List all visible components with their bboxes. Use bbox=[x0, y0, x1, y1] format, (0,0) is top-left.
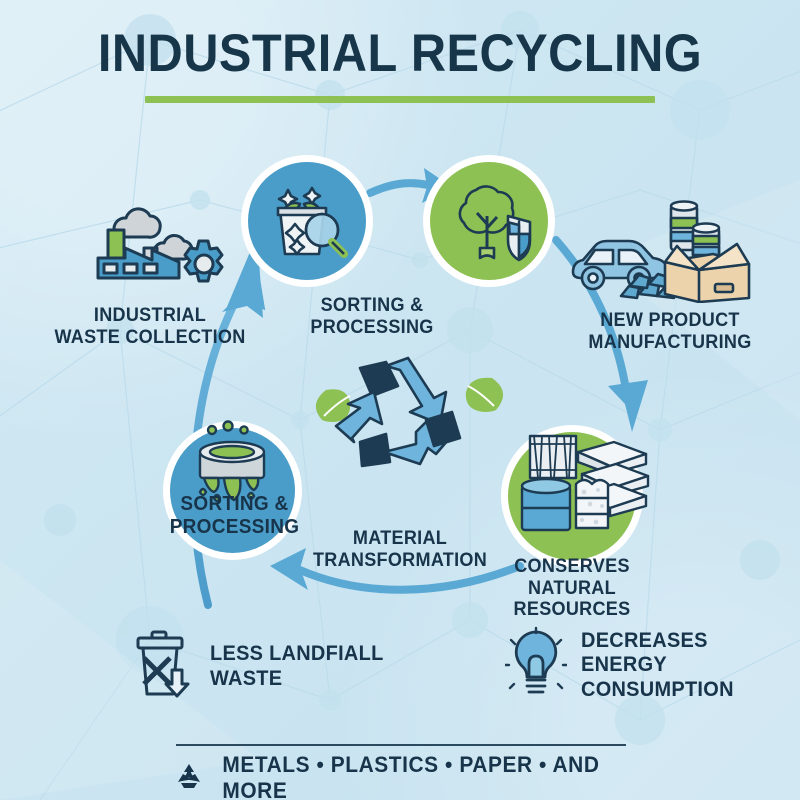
arrow-top-right bbox=[366, 168, 452, 203]
recycle-symbol-with-leaves bbox=[310, 350, 510, 480]
arrow-bottom-left bbox=[270, 548, 524, 594]
benefit-label-less-landfill-waste: LESS LANDFIALL WASTE bbox=[210, 642, 384, 690]
bales-icon bbox=[512, 428, 652, 548]
label-material-transformation: MATERIAL TRANSFORMATION bbox=[312, 528, 488, 571]
melting-vat-icon bbox=[180, 420, 290, 510]
benefit-decreases-energy-consumption: DECREASES ENERGY CONSUMPTION bbox=[502, 626, 800, 705]
arrowhead-left-up-shape bbox=[222, 246, 263, 318]
label-sorting-processing-left: SORTING & PROCESSING bbox=[169, 493, 300, 538]
footer-rule-top bbox=[176, 744, 626, 746]
label-conserves-natural-resources: CONSERVES NATURAL RESOURCES bbox=[513, 556, 631, 621]
recycle-icon bbox=[176, 763, 202, 794]
label-industrial-waste-collection: INDUSTRIAL WASTE COLLECTION bbox=[54, 305, 246, 348]
lightbulb-icon bbox=[502, 626, 570, 705]
tree-shield-icon bbox=[446, 176, 536, 268]
car-box-cans-icon bbox=[565, 198, 755, 304]
label-sorting-processing-top: SORTING & PROCESSING bbox=[310, 295, 434, 338]
footer-bar: METALS • PLASTICS • PAPER • AND MORE bbox=[176, 744, 626, 800]
benefit-label-decreases-energy-consumption: DECREASES ENERGY CONSUMPTION bbox=[581, 628, 734, 701]
trash-bin-x-down-arrow-icon bbox=[130, 628, 196, 705]
benefit-less-landfill-waste: LESS LANDFIALL WASTE bbox=[130, 628, 393, 705]
footer-text: METALS • PLASTICS • PAPER • AND MORE bbox=[222, 752, 600, 800]
factory-icon bbox=[78, 190, 258, 285]
bin-magnifier-icon bbox=[264, 178, 352, 266]
page-title: INDUSTRIAL RECYCLING bbox=[97, 24, 703, 83]
title-underline-rule bbox=[145, 96, 655, 103]
arrow-right-down bbox=[552, 236, 648, 432]
label-new-product-manufacturing: NEW PRODUCT MANUFACTURING bbox=[588, 310, 752, 353]
